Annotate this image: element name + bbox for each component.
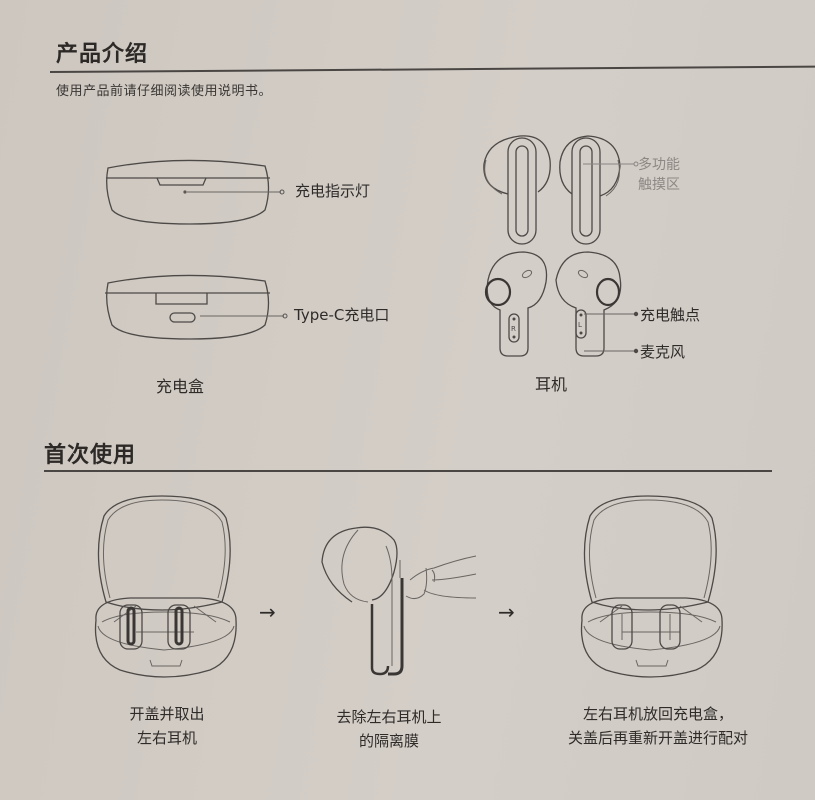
usb-c-leader-line [200,313,288,319]
earbuds-front-icon [483,135,621,245]
callout-microphone: 麦克风 [640,343,686,361]
read-manual-note: 使用产品前请仔细阅读使用说明书。 [56,84,273,99]
step-1-caption: 开盖并取出 左右耳机 [129,705,205,747]
section-divider [49,65,815,73]
indicator-leader-line [187,189,285,195]
open-case-icon [94,495,237,678]
arrow-icon: → [259,600,276,624]
svg-text:R: R [511,325,516,333]
section-divider [44,470,772,472]
callout-usb-c-port: Type-C充电口 [294,306,390,324]
return-case-icon [580,495,723,678]
earbuds-back-icon: R L [484,251,622,357]
peel-film-icon [321,526,477,676]
charging-case-back-icon [105,274,270,340]
step-3-caption: 左右耳机放回充电盒， 关盖后再重新开盖进行配对 [567,705,748,747]
mic-leader-line [584,348,639,354]
arrow-icon: → [498,600,515,624]
charging-case-caption: 充电盒 [156,377,205,396]
section-title-product-intro: 产品介绍 [56,42,149,67]
step-2-caption: 去除左右耳机上 的隔离膜 [336,708,442,750]
contacts-leader-line [584,311,639,317]
earbuds-caption: 耳机 [535,375,568,394]
callout-charging-contacts: 充电触点 [640,306,701,324]
callout-touch-area: 多功能 触摸区 [638,157,680,193]
charging-case-front-icon [106,159,270,225]
section-title-first-use: 首次使用 [44,443,137,468]
svg-text:L: L [578,321,582,329]
callout-indicator-light: 充电指示灯 [295,182,371,200]
touch-area-leader-line [583,161,639,167]
